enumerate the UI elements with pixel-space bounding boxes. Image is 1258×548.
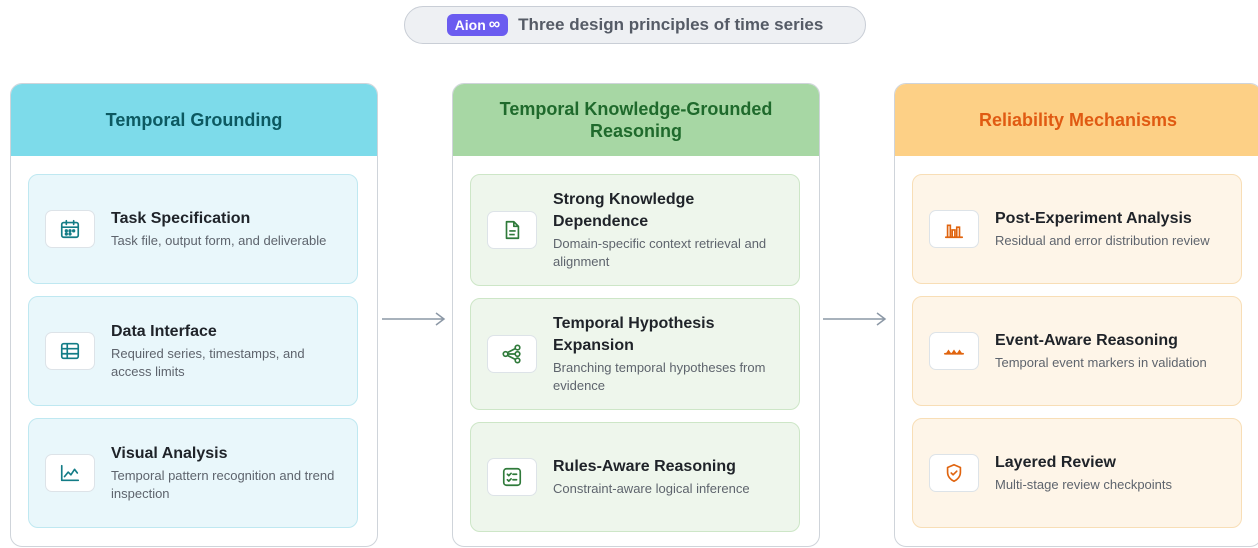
card-description: Multi-stage review checkpoints — [995, 477, 1173, 492]
calendar-icon — [45, 210, 95, 248]
principle-card: Rules-Aware Reasoning Constraint-aware l… — [470, 422, 800, 532]
card-title: Task Specification — [111, 210, 251, 227]
principle-card: Event-Aware Reasoning Temporal event mar… — [912, 296, 1242, 406]
column-reliability-mechanisms: Reliability Mechanisms Post-Experiment A… — [894, 83, 1258, 547]
chart-trend-icon — [45, 454, 95, 492]
card-description: Branching temporal hypotheses from evide… — [553, 360, 766, 393]
column-header: Temporal Grounding — [11, 84, 377, 156]
document-icon — [487, 211, 537, 249]
arrow-right-icon — [823, 312, 887, 326]
infinity-icon: ∞ — [488, 16, 501, 33]
card-title: Post-Experiment Analysis — [995, 210, 1192, 227]
card-description: Temporal event markers in validation — [995, 355, 1207, 370]
card-title: Strong Knowledge Dependence — [553, 191, 695, 230]
shield-check-icon — [929, 454, 979, 492]
principle-card: Temporal Hypothesis Expansion Branching … — [470, 298, 800, 410]
card-title: Temporal Hypothesis Expansion — [553, 315, 715, 354]
principle-card: Strong Knowledge Dependence Domain-speci… — [470, 174, 800, 286]
brand-badge: Aion ∞ — [446, 14, 509, 36]
card-description: Required series, timestamps, and access … — [111, 346, 305, 379]
column-temporal-grounding: Temporal Grounding Task Specification Ta… — [10, 83, 378, 547]
table-icon — [45, 332, 95, 370]
diagram-title-pill: Aion ∞ Three design principles of time s… — [404, 6, 866, 44]
principle-card: Task Specification Task file, output for… — [28, 174, 358, 284]
bar-chart-icon — [929, 210, 979, 248]
card-title: Visual Analysis — [111, 445, 228, 462]
brand-name: Aion — [454, 17, 486, 33]
column-temporal-knowledge-grounded-reasoning: Temporal Knowledge-Grounded Reasoning St… — [452, 83, 820, 547]
card-description: Temporal pattern recognition and trend i… — [111, 468, 335, 501]
column-header: Reliability Mechanisms — [895, 84, 1258, 156]
checklist-icon — [487, 458, 537, 496]
principle-card: Layered Review Multi-stage review checkp… — [912, 418, 1242, 528]
card-description: Residual and error distribution review — [995, 233, 1210, 248]
branch-icon — [487, 335, 537, 373]
principle-card: Data Interface Required series, timestam… — [28, 296, 358, 406]
column-header: Temporal Knowledge-Grounded Reasoning — [453, 84, 819, 156]
card-description: Task file, output form, and deliverable — [111, 233, 327, 248]
diagram-title: Three design principles of time series — [518, 15, 824, 34]
card-title: Event-Aware Reasoning — [995, 332, 1178, 349]
principle-card: Post-Experiment Analysis Residual and er… — [912, 174, 1242, 284]
card-title: Rules-Aware Reasoning — [553, 458, 736, 475]
event-markers-icon — [929, 332, 979, 370]
card-description: Constraint-aware logical inference — [553, 481, 750, 496]
card-title: Data Interface — [111, 323, 217, 340]
arrow-right-icon — [382, 312, 446, 326]
card-title: Layered Review — [995, 454, 1116, 471]
principle-card: Visual Analysis Temporal pattern recogni… — [28, 418, 358, 528]
card-description: Domain-specific context retrieval and al… — [553, 236, 767, 269]
